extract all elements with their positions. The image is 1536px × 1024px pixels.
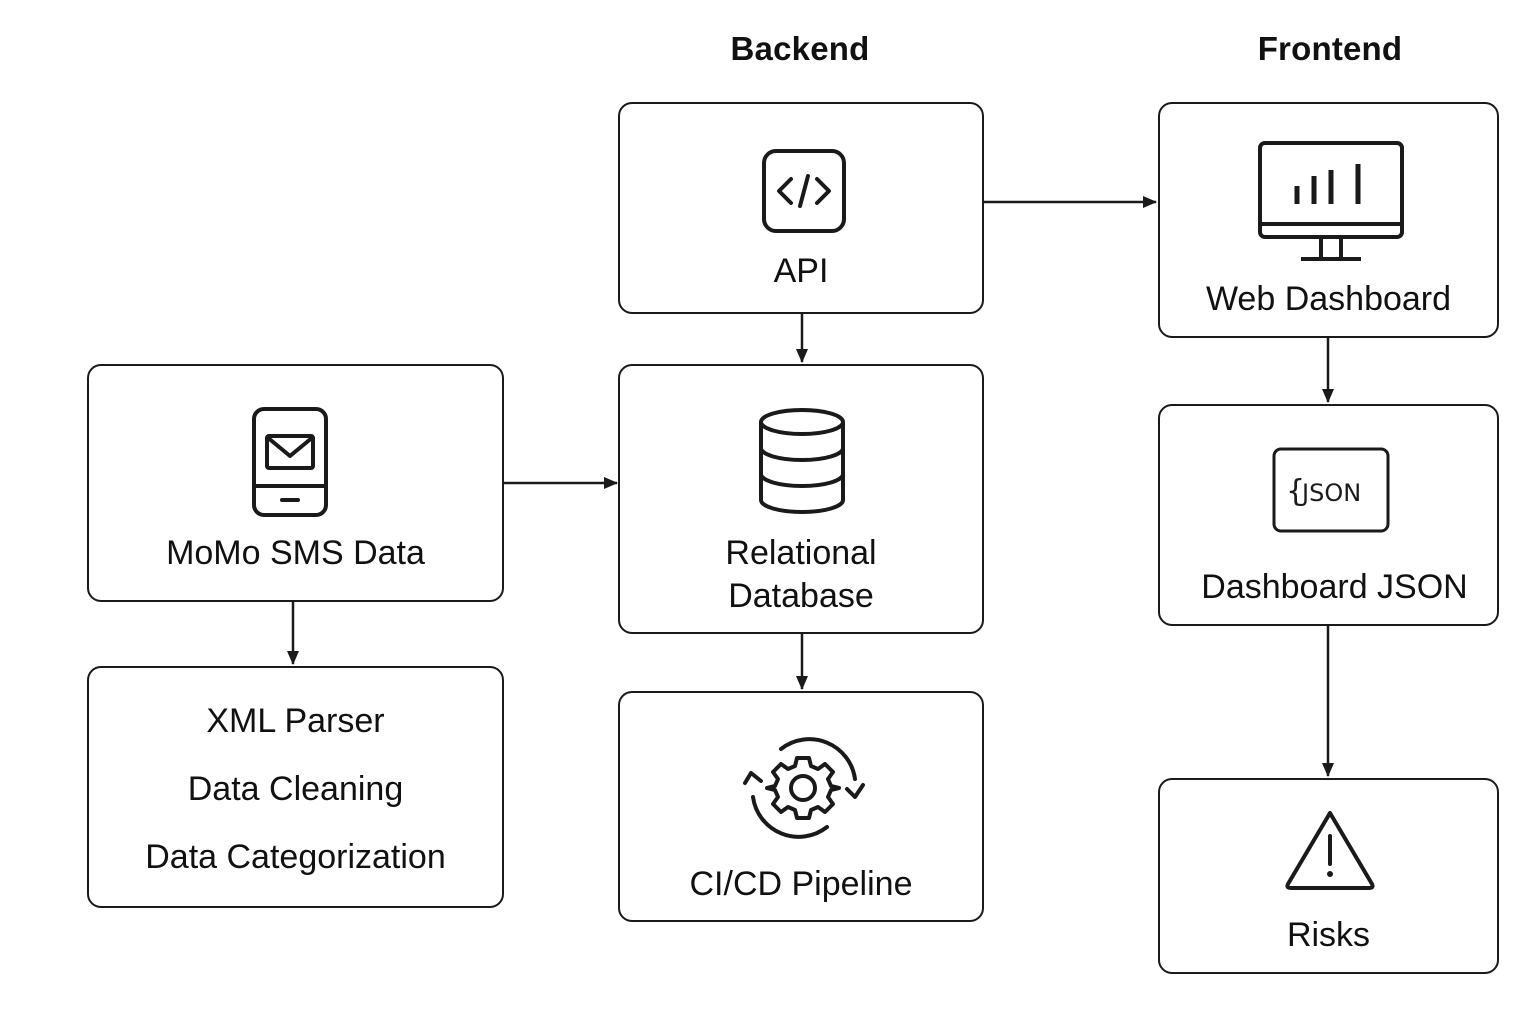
relational-database-node: Relational Database <box>618 364 984 634</box>
momo-sms-data-node: MoMo SMS Data <box>87 364 504 602</box>
phone-mail-icon <box>251 406 329 518</box>
momo-sms-label: MoMo SMS Data <box>166 534 425 572</box>
web-dashboard-label: Web Dashboard <box>1205 280 1452 318</box>
backend-heading: Backend <box>730 30 870 67</box>
frontend-heading: Frontend <box>1257 30 1403 67</box>
api-label: API <box>773 252 829 290</box>
json-icon-text: JSON <box>1300 479 1361 507</box>
api-node: API <box>618 102 984 314</box>
dashboard-json-node: { JSON Dashboard JSON <box>1158 404 1499 626</box>
dashboard-json-label: Dashboard JSON <box>1201 568 1468 606</box>
database-label-line2: Database <box>728 577 874 615</box>
json-icon: { JSON <box>1272 447 1390 533</box>
gear-cycle-icon <box>741 735 869 841</box>
code-icon <box>761 148 847 234</box>
xml-parser-label: XML Parser <box>206 702 385 740</box>
database-label-line1: Relational <box>725 534 877 572</box>
cicd-pipeline-node: CI/CD Pipeline <box>618 691 984 922</box>
cicd-label: CI/CD Pipeline <box>689 865 913 903</box>
processing-steps-node: XML Parser Data Cleaning Data Categoriza… <box>87 666 504 908</box>
risks-node: Risks <box>1158 778 1499 974</box>
database-icon <box>757 406 847 516</box>
data-cleaning-label: Data Cleaning <box>187 770 404 808</box>
data-categorization-label: Data Categorization <box>145 838 446 876</box>
monitor-chart-icon <box>1257 140 1405 262</box>
risks-label: Risks <box>1286 916 1371 954</box>
web-dashboard-node: Web Dashboard <box>1158 102 1499 338</box>
svg-text:{: { <box>1286 474 1305 509</box>
warning-icon <box>1284 808 1376 892</box>
